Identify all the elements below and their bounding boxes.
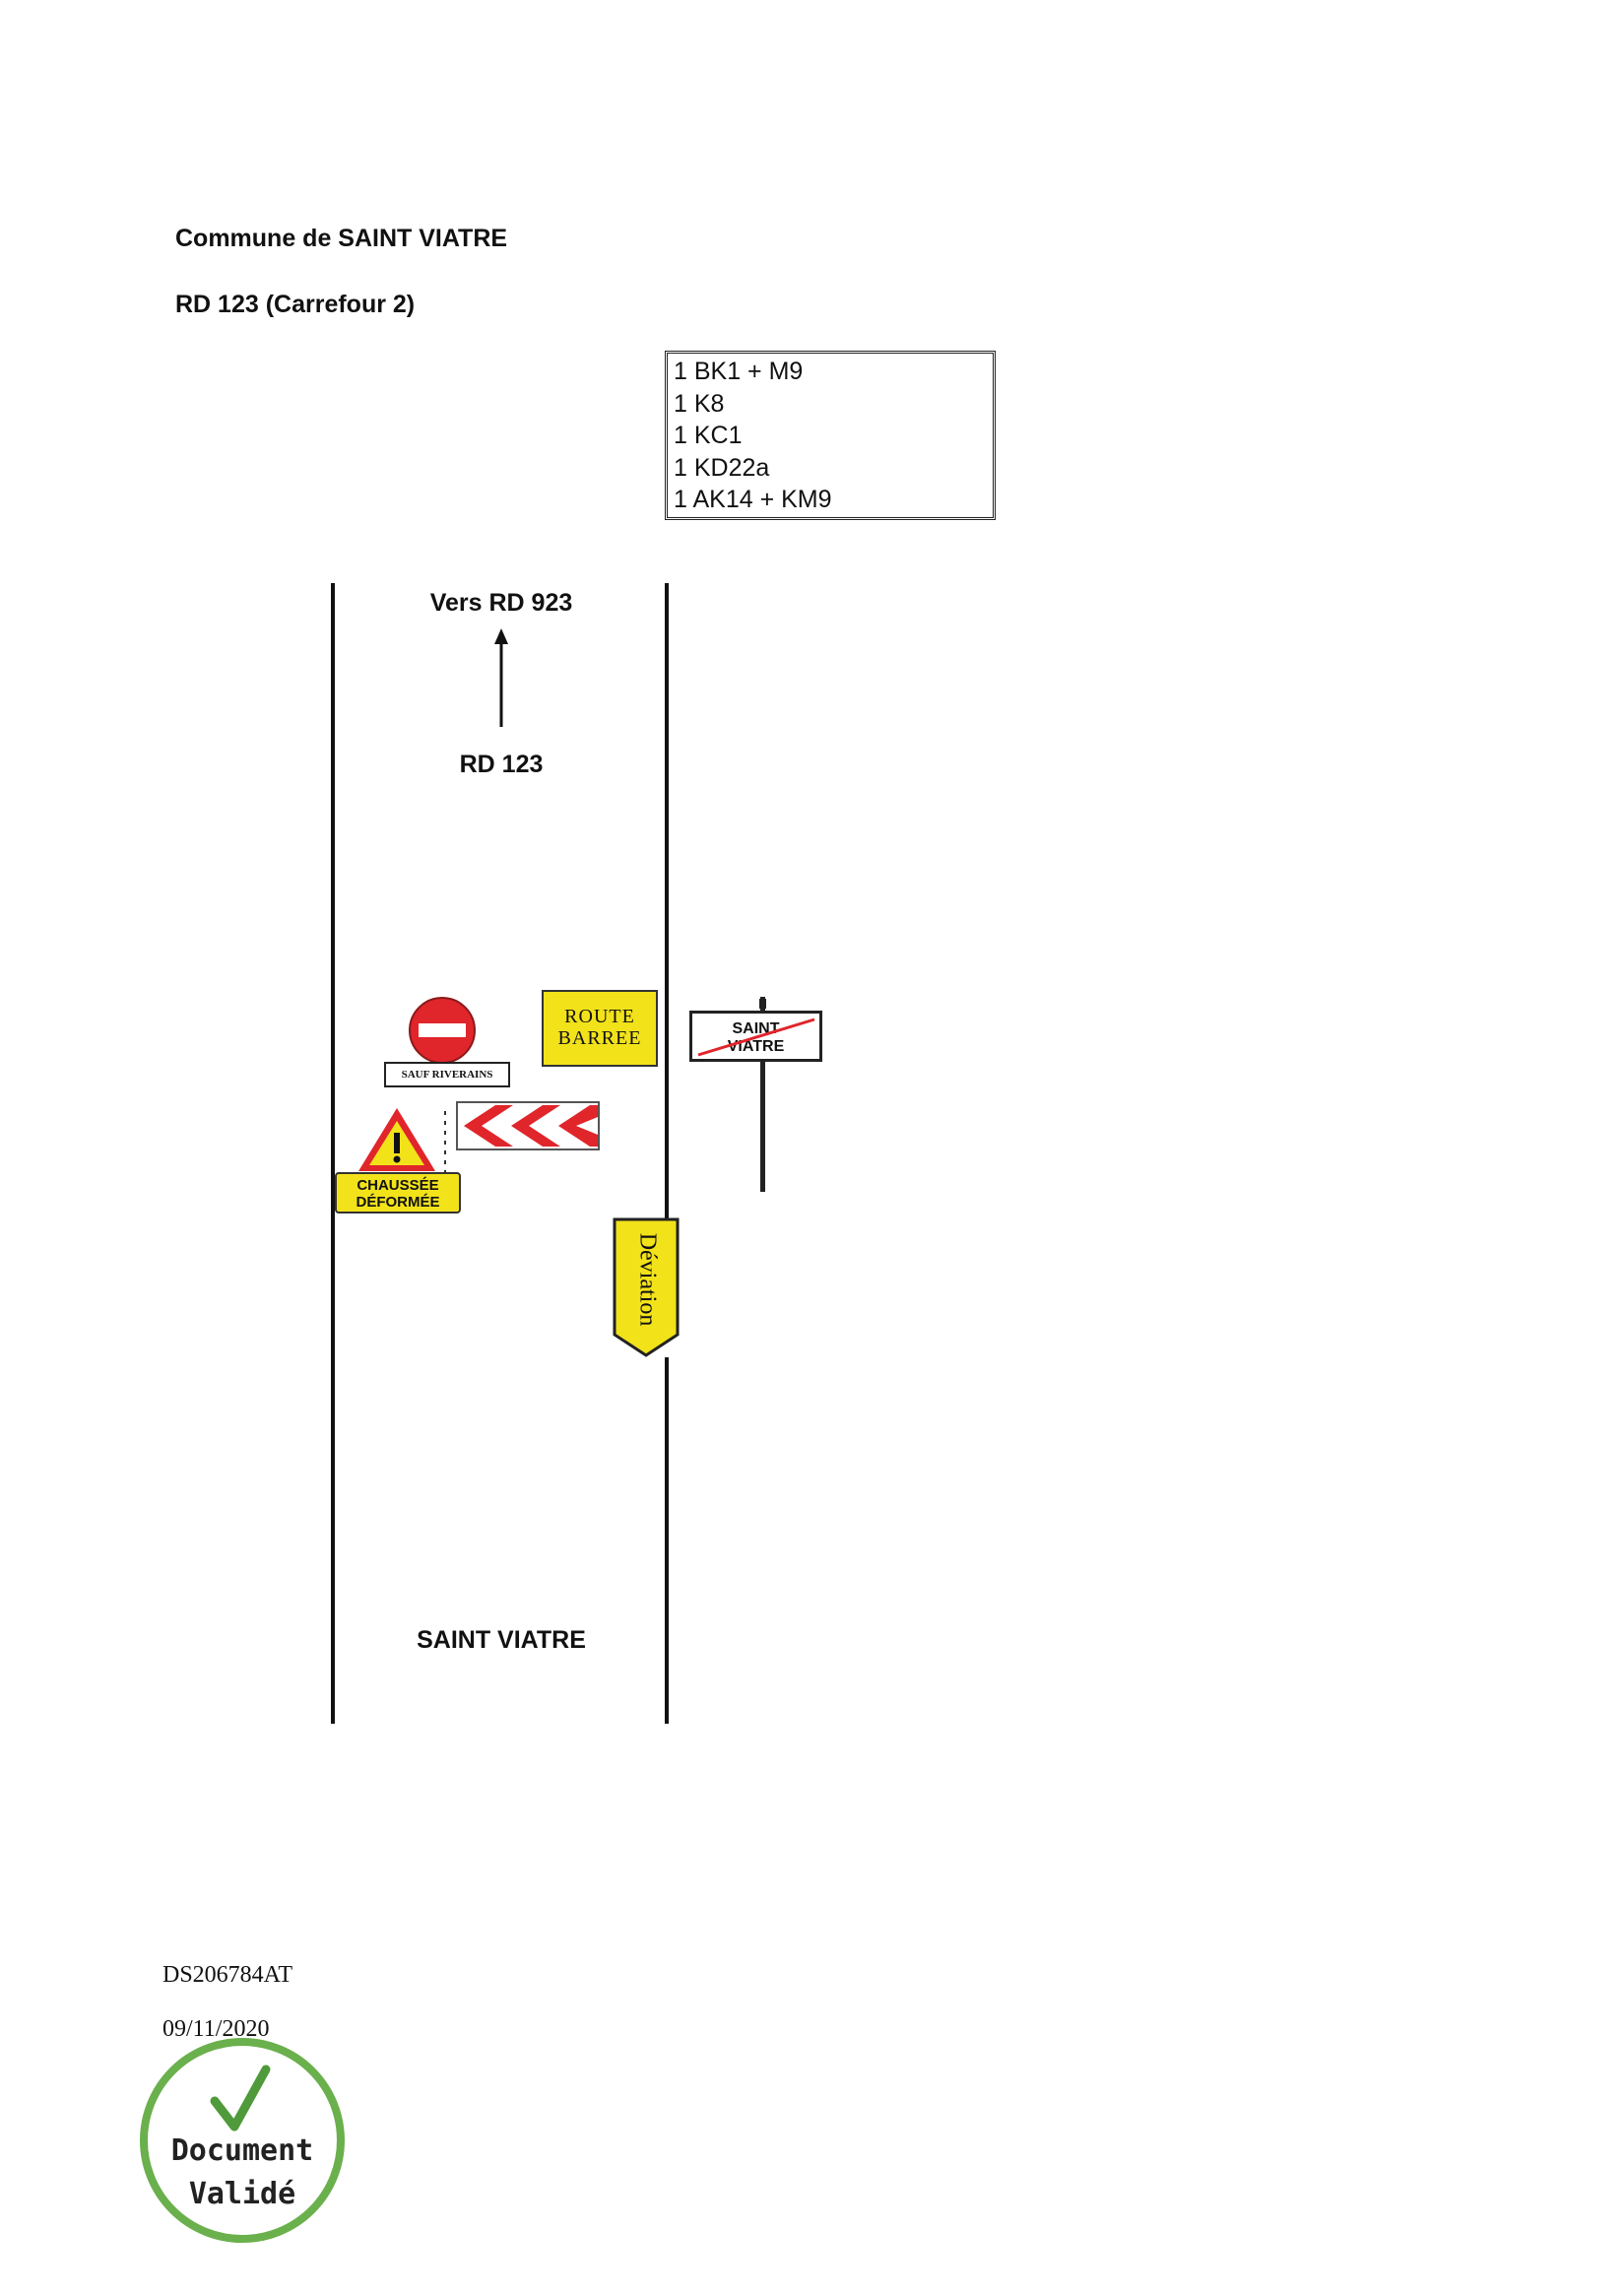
checkmark-icon	[210, 2065, 271, 2132]
route-barree-text: ROUTE	[564, 1006, 635, 1027]
sauf-riverains-panel: SAUF RIVERAINS	[384, 1062, 510, 1087]
town-label: SAINT VIATRE	[417, 1626, 586, 1654]
road-name-label: RD 123	[459, 751, 544, 778]
chaussee-text: CHAUSSÉE	[357, 1177, 439, 1194]
chevron-panel-icon	[456, 1101, 600, 1150]
road-edge-left	[331, 583, 335, 1724]
stamp-text: Document	[171, 2133, 314, 2168]
document-date: 09/11/2020	[162, 2016, 270, 2042]
town-exit-sign: SAINT VIATRE	[689, 1011, 822, 1062]
road-edge-right	[665, 583, 669, 1223]
deviation-text: Déviation	[634, 1233, 660, 1327]
direction-label: Vers RD 923	[429, 589, 573, 617]
chaussee-text: DÉFORMÉE	[356, 1194, 440, 1211]
stamp-text: Validé	[189, 2177, 295, 2211]
route-barree-text: BARREE	[557, 1027, 642, 1049]
dotted-separator	[444, 1111, 446, 1172]
warning-triangle-icon	[358, 1108, 435, 1171]
red-strike-line	[697, 1017, 815, 1057]
deviation-sign-icon: Déviation	[613, 1217, 680, 1357]
document-reference: DS206784AT	[162, 1962, 293, 1988]
sign-list-item: 1 KC1	[674, 422, 743, 449]
sign-post	[760, 997, 765, 1192]
road-title: RD 123 (Carrefour 2)	[175, 291, 416, 318]
validation-stamp: Document Validé	[140, 2038, 345, 2243]
route-barree-sign: ROUTE BARREE	[542, 990, 658, 1067]
commune-title: Commune de SAINT VIATRE	[175, 225, 508, 252]
sign-list-item: 1 KD22a	[674, 453, 770, 482]
direction-arrow-icon	[494, 628, 508, 727]
no-entry-sign-icon	[409, 997, 476, 1064]
sign-list-box: 1 BK1 + M9 1 K8 1 KC1 1 KD22a 1 AK14 + K…	[665, 351, 996, 520]
sign-list-item: 1 K8	[674, 389, 725, 418]
sign-list-item: 1 BK1 + M9	[674, 358, 804, 385]
sign-post-cap	[759, 999, 766, 1009]
sign-list-item: 1 AK14 + KM9	[674, 486, 832, 513]
road-edge-right	[665, 1357, 669, 1724]
chaussee-deformee-panel: CHAUSSÉE DÉFORMÉE	[335, 1172, 461, 1214]
